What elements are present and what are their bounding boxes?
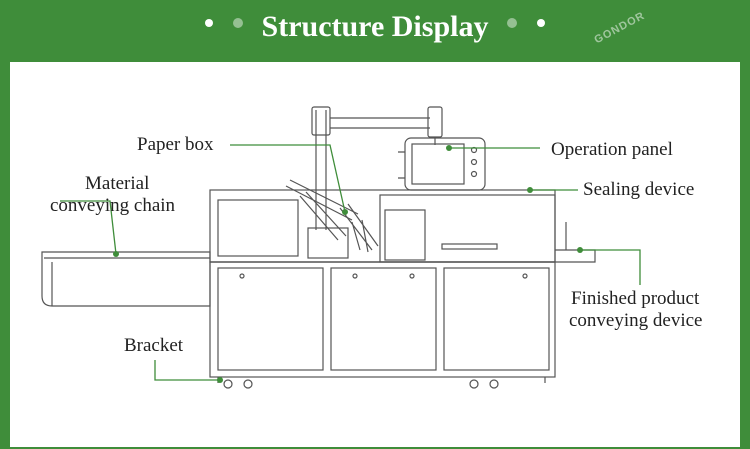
lower-cabinet bbox=[209, 261, 556, 378]
label-finished-line2: conveying device bbox=[569, 310, 703, 331]
decor-dot-right-faded bbox=[507, 18, 517, 28]
header-bar: Structure Display GONDOR bbox=[0, 0, 750, 60]
leader-material-chain bbox=[60, 200, 117, 255]
label-finished-line1: Finished product bbox=[571, 288, 700, 309]
label-bracket: Bracket bbox=[124, 335, 184, 356]
leader-bracket bbox=[154, 360, 220, 381]
page-title: Structure Display bbox=[261, 10, 489, 43]
decor-dot-left-faded bbox=[233, 18, 243, 28]
operation-panel-shape bbox=[404, 137, 486, 191]
upper-body bbox=[209, 189, 556, 263]
leader-finished-product bbox=[580, 249, 641, 285]
feed-conveyor bbox=[41, 251, 211, 307]
label-sealing-device: Sealing device bbox=[583, 179, 695, 200]
diagram-panel bbox=[10, 62, 740, 447]
support-pillar bbox=[315, 110, 327, 230]
decor-dot-left bbox=[205, 19, 213, 27]
paper-box-magazine bbox=[285, 179, 359, 241]
decor-dot-right bbox=[537, 19, 545, 27]
label-operation-panel: Operation panel bbox=[551, 139, 673, 160]
sealing-housing bbox=[379, 194, 556, 263]
label-paper-box: Paper box bbox=[137, 134, 214, 155]
outfeed-conveyor bbox=[555, 249, 596, 263]
label-material-chain-line1: Material bbox=[85, 173, 150, 194]
label-material-chain-line2: conveying chain bbox=[50, 195, 176, 216]
leader-paper-box bbox=[230, 144, 346, 213]
